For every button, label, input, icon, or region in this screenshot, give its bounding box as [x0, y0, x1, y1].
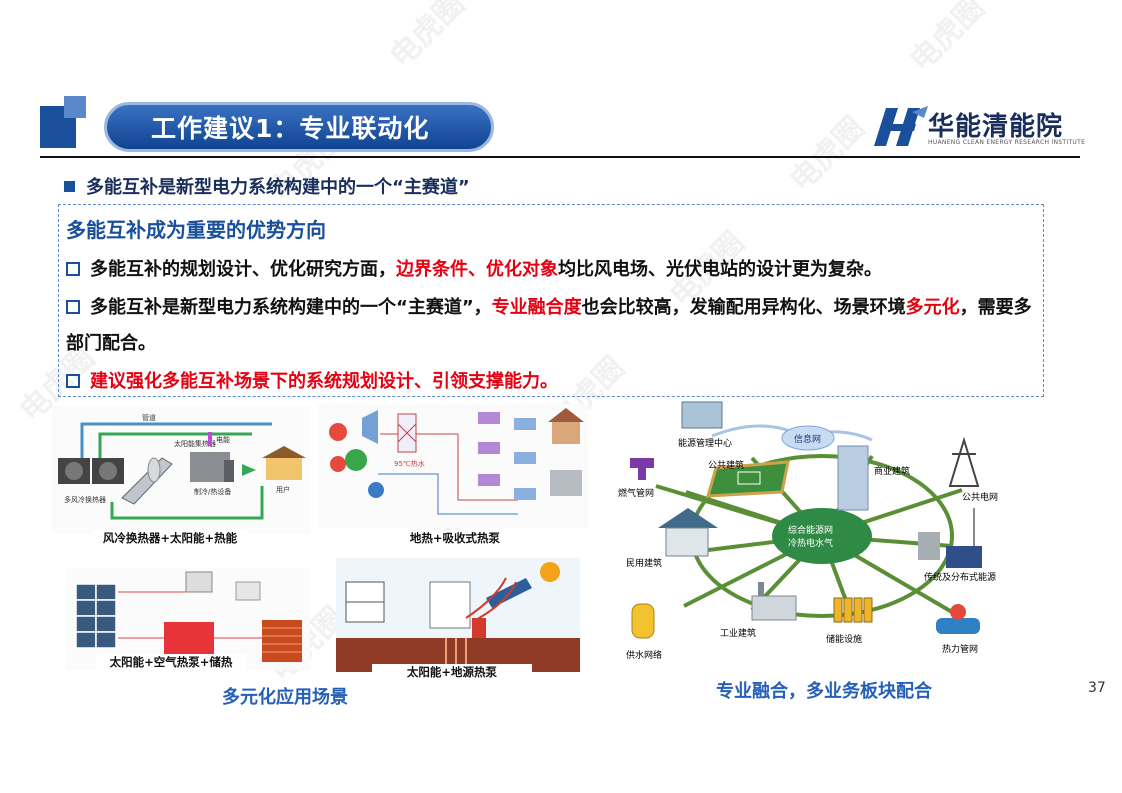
label-user: 用户 [276, 485, 290, 494]
slide-title-pill: 工作建议1：专业联动化 [104, 102, 494, 152]
node-water-network: 供水网络 [626, 649, 662, 661]
bullet-square [64, 181, 75, 192]
item-text: 也会比较高，发输配用异构化、场景环境 [581, 297, 906, 318]
item-highlight: 边界条件、优化对象 [396, 259, 558, 280]
checkbox-bullet-icon [66, 374, 80, 388]
huaneng-logo-icon [874, 106, 928, 146]
logo-name: 华能清能院 [928, 112, 1064, 142]
node-gas-network: 燃气管网 [618, 487, 654, 499]
node-residential-building: 民用建筑 [626, 557, 662, 569]
node-public-grid: 公共电网 [962, 491, 998, 503]
item-highlight: 多元化 [905, 297, 960, 318]
node-commercial-building: 商业建筑 [874, 465, 910, 477]
item-text: 均比风电场、光伏电站的设计更为复杂。 [558, 259, 882, 280]
item-text: 建议强化多能互补场景下的系统规划设计、引领支撑能力。 [90, 371, 558, 392]
label-hot-water: 95℃热水 [394, 459, 425, 468]
item-highlight: 专业融合度 [491, 297, 582, 318]
node-storage: 储能设施 [826, 633, 862, 645]
label-heat-exchanger: 多风冷换热器 [64, 495, 106, 504]
item-text: ，需要多部门配合。 [66, 297, 1032, 354]
left-caption: 多元化应用场景 [222, 687, 348, 708]
page-number: 37 [1088, 680, 1106, 696]
lead-statement: 多能互补是新型电力系统构建中的一个“主赛道” [86, 177, 470, 198]
list-item: 多能互补的规划设计、优化研究方面，边界条件、优化对象均比风电场、光伏电站的设计更… [66, 252, 1041, 288]
diagram-caption: 风冷换热器+太阳能+热能 [92, 530, 248, 547]
diagram-air-solar-heat: 管道 多风冷换热器 太阳能集热器 制冷/热设备 电能 用户 [52, 406, 310, 534]
node-public-building: 公共建筑 [708, 459, 744, 471]
box-title: 多能互补成为重要的优势方向 [66, 218, 326, 242]
integrated-energy-network-diagram: 信息网 综合能源网 冷热电水气 能源管理中心 公共建筑 商业建筑 燃气管网 公共… [618, 401, 998, 661]
highlight-box [58, 204, 1044, 397]
node-energy-center: 能源管理中心 [678, 437, 732, 449]
list-item: 多能互补是新型电力系统构建中的一个“主赛道”，专业融合度也会比较高，发输配用异构… [66, 290, 1041, 362]
hub-label: 综合能源网 [788, 524, 833, 536]
item-text: 多能互补是新型电力系统构建中的一个“主赛道”， [90, 297, 492, 318]
label-pipe: 管道 [142, 413, 156, 422]
slide-title: 工作建议1：专业联动化 [151, 114, 430, 143]
right-caption: 专业融合，多业务板块配合 [716, 681, 932, 702]
watermark: 电虎圈 [903, 0, 992, 79]
hub-label: 冷热电水气 [788, 537, 833, 549]
header-divider [40, 156, 1080, 158]
diagram-caption: 太阳能+空气热泵+储热 [96, 654, 246, 671]
info-net-label: 信息网 [794, 433, 821, 445]
checkbox-bullet-icon [66, 262, 80, 276]
diagram-geothermal-absorption: 95℃热水 [318, 404, 588, 528]
node-industrial-building: 工业建筑 [720, 627, 756, 639]
header-decor-square [64, 96, 86, 118]
item-text: 多能互补的规划设计、优化研究方面， [90, 259, 396, 280]
diagram-caption: 太阳能+地源热泵 [372, 664, 532, 681]
diagram-solar-ground-pump [336, 558, 580, 672]
checkbox-bullet-icon [66, 300, 80, 314]
label-electricity: 电能 [216, 435, 230, 444]
watermark: 电虎圈 [383, 0, 472, 75]
logo-subtitle: HUANENG CLEAN ENERGY RESEARCH INSTITUTE [928, 139, 1086, 146]
list-item: 建议强化多能互补场景下的系统规划设计、引领支撑能力。 [66, 364, 1041, 400]
node-distributed-energy: 传统及分布式能源 [924, 571, 996, 583]
diagram-solar-airpump-storage [66, 568, 310, 670]
label-heat-equipment: 制冷/热设备 [194, 487, 231, 496]
label-solar-collector: 太阳能集热器 [174, 439, 216, 448]
node-heat-network: 热力管网 [942, 643, 978, 655]
diagram-caption: 地热+吸收式热泵 [380, 530, 530, 547]
watermark: 电虎圈 [783, 110, 872, 199]
